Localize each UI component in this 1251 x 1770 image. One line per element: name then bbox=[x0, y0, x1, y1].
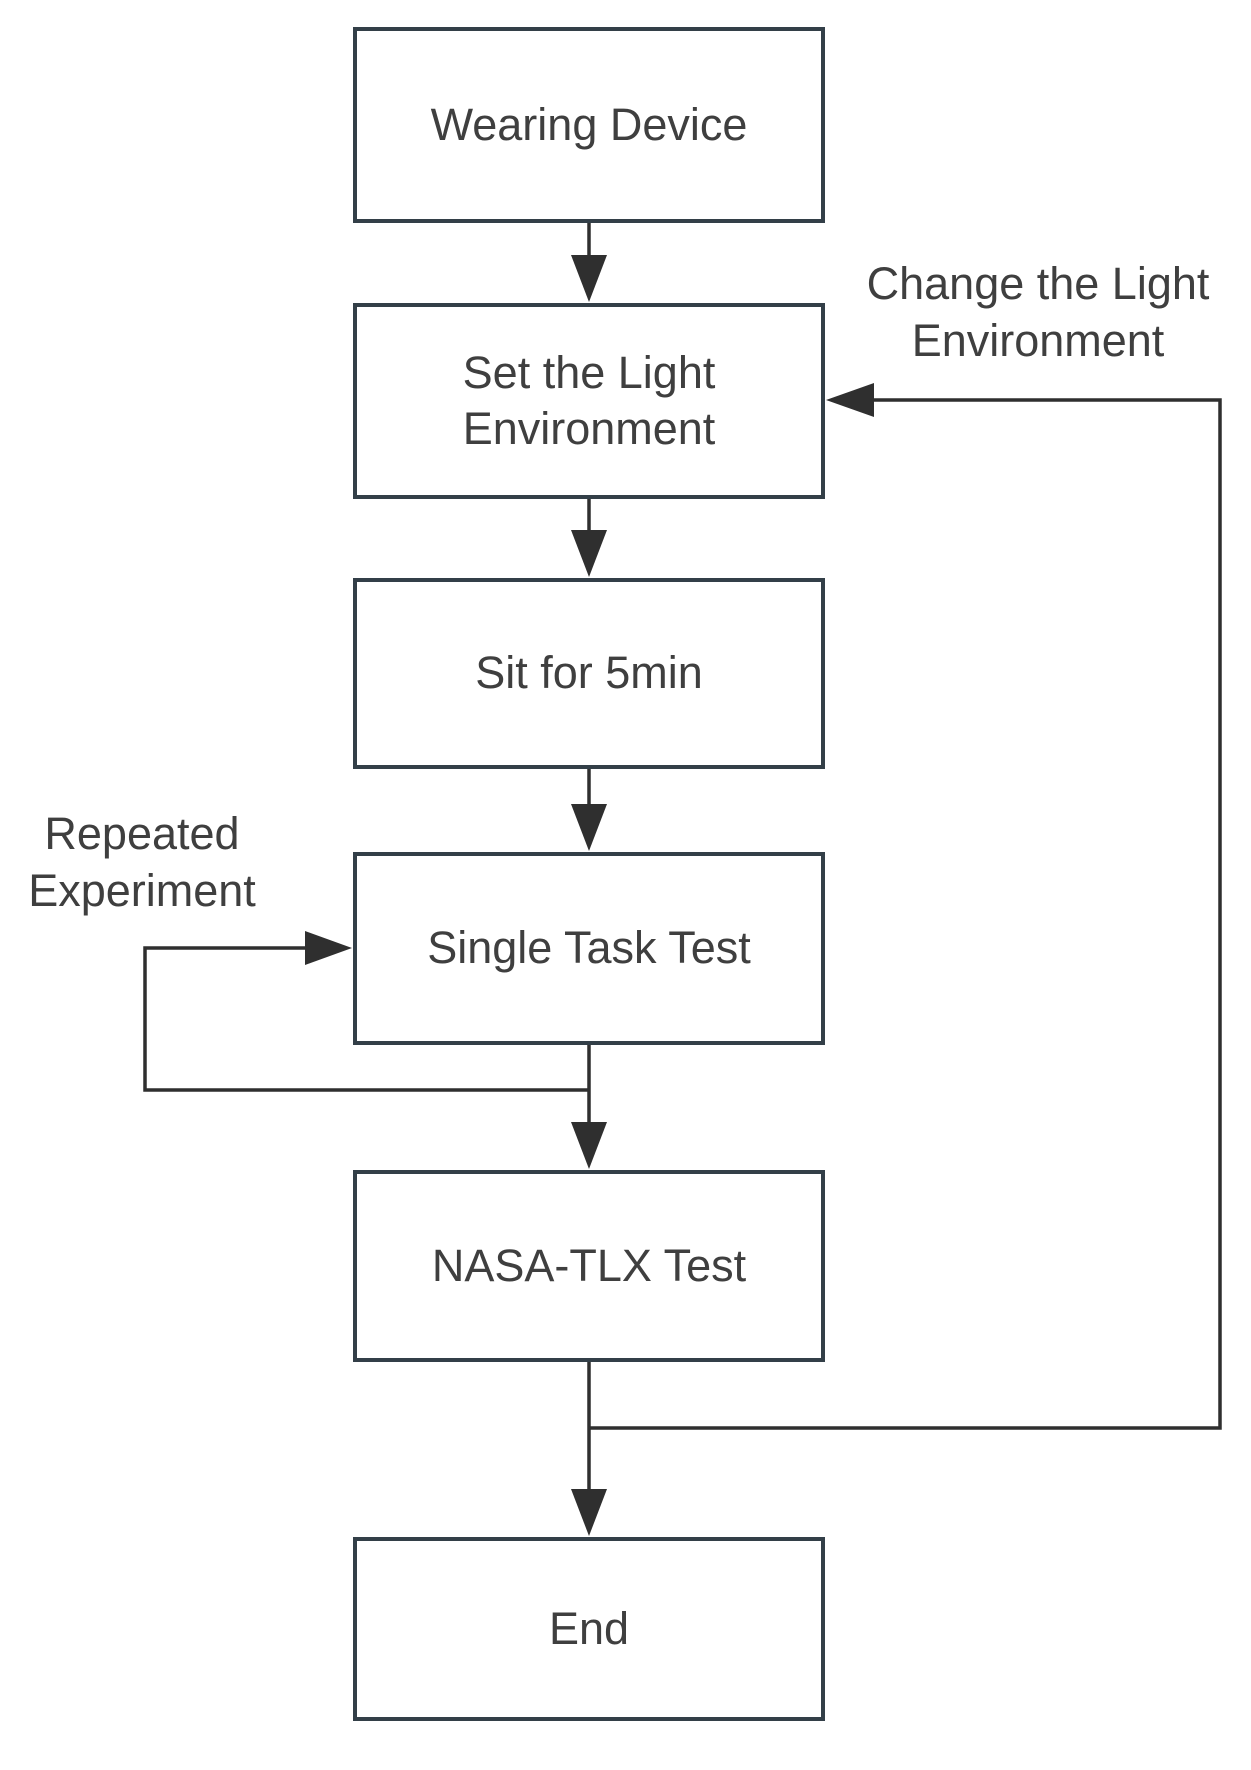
node-wearing-device-label: Wearing Device bbox=[430, 98, 748, 150]
arrowhead-task-to-nasa bbox=[571, 1122, 607, 1169]
arrowhead-light-to-sit bbox=[571, 530, 607, 577]
node-set-light-environment-label: Set the Light Environment bbox=[462, 346, 716, 454]
node-wearing-device: Wearing Device bbox=[353, 27, 825, 223]
arrowhead-repeat-loop bbox=[305, 931, 352, 965]
node-sit-for-5min: Sit for 5min bbox=[353, 578, 825, 769]
arrowhead-nasa-to-end bbox=[571, 1489, 607, 1536]
node-single-task-test: Single Task Test bbox=[353, 852, 825, 1045]
annotation-change-light-environment: Change the Light Environment bbox=[866, 258, 1210, 366]
node-set-light-environment: Set the Light Environment bbox=[353, 303, 825, 499]
arrowhead-change-light-loop bbox=[826, 383, 874, 417]
node-end-label: End bbox=[548, 1602, 630, 1654]
arrowhead-wearing-to-light bbox=[571, 255, 607, 302]
node-end: End bbox=[353, 1537, 825, 1721]
node-nasa-tlx-test: NASA-TLX Test bbox=[353, 1170, 825, 1362]
node-nasa-tlx-test-label: NASA-TLX Test bbox=[431, 1239, 747, 1291]
node-single-task-test-label: Single Task Test bbox=[427, 922, 751, 974]
node-sit-for-5min-label: Sit for 5min bbox=[475, 647, 703, 699]
annotation-repeated-experiment: Repeated Experiment bbox=[28, 808, 256, 916]
edge-change-light-loop bbox=[589, 398, 1222, 1430]
arrowhead-sit-to-task bbox=[571, 804, 607, 851]
edge-repeat-loop bbox=[143, 946, 589, 1092]
